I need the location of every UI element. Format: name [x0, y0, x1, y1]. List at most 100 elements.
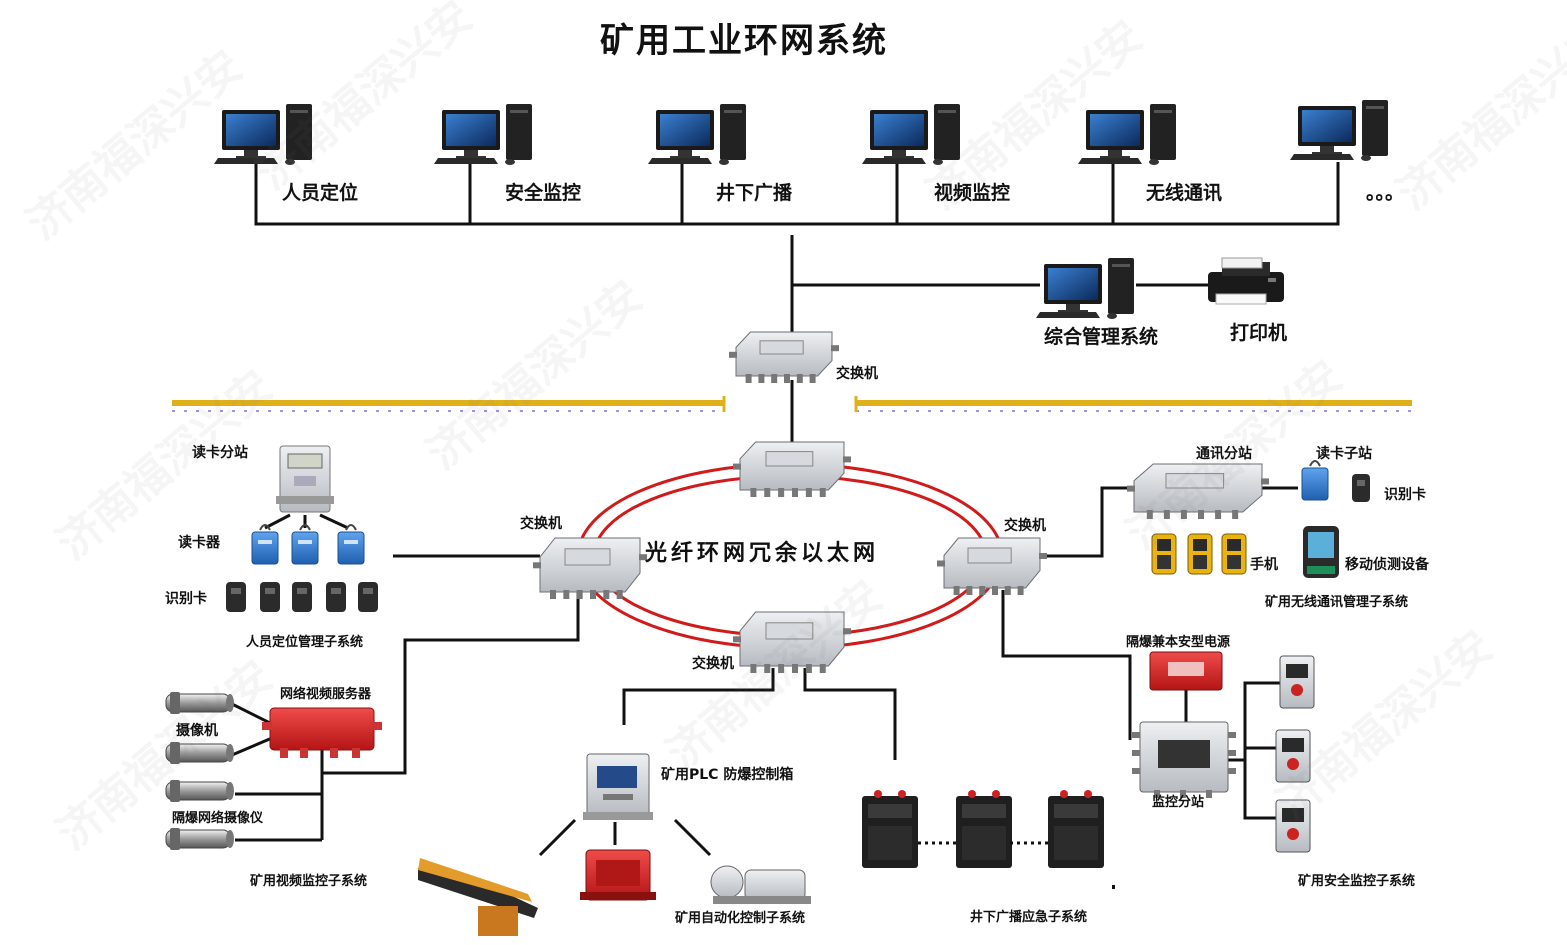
camera-icon[interactable]: [165, 692, 234, 714]
conveyor-machine[interactable]: [418, 858, 538, 936]
plc-label: 矿用PLC 防爆控制箱: [661, 767, 794, 783]
camera-label: 摄像机: [176, 723, 218, 739]
workstation-guangbo-icon[interactable]: [648, 104, 746, 165]
wireless-subsystem-label: 矿用无线通讯管理子系统: [1265, 595, 1409, 610]
broadcast-speaker-icon[interactable]: [862, 790, 918, 868]
bottom-switch-to-broadcast: [803, 668, 897, 760]
ground-surface: [172, 396, 1412, 412]
page-title: 矿用工业环网系统: [600, 21, 888, 61]
pump-machine[interactable]: [710, 865, 811, 904]
switch-ring-bottom-device[interactable]: [733, 611, 851, 673]
card-station-label: 读卡分站: [192, 445, 248, 461]
automation-subsystem-label: 矿用自动化控制子系统: [675, 911, 806, 926]
card-reader-icon[interactable]: [337, 524, 365, 565]
connection-lines: [231, 158, 1340, 857]
printer-label: 打印机: [1230, 322, 1288, 344]
wireless-reader-device[interactable]: [1301, 460, 1329, 501]
system-label-shipin: 视频监控: [934, 182, 1011, 204]
personnel-subsystem-label: 人员定位管理子系统: [246, 635, 364, 650]
video-server-label: 网络视频服务器: [280, 687, 372, 702]
broadcast-speaker-icon[interactable]: [956, 790, 1012, 868]
video-subsystem-label: 矿用视频监控子系统: [250, 874, 368, 889]
broadcast-subsystem-label: 井下广播应急子系统: [970, 910, 1088, 925]
plc-control-box[interactable]: [583, 753, 653, 820]
crusher-machine[interactable]: [580, 849, 656, 901]
monitor-station-label: 监控分站: [1152, 795, 1205, 810]
detector-label: 移动侦测设备: [1345, 557, 1429, 573]
personnel-station-to-reader1: [264, 513, 291, 530]
sensor3-link: [1243, 760, 1278, 820]
workstation-wuxian-icon[interactable]: [1078, 104, 1176, 165]
speaker-group: [862, 790, 1104, 868]
switch-label-bottom: 交换机: [692, 656, 734, 672]
id-card-icon[interactable]: [260, 582, 280, 612]
switch-surface-device[interactable]: [729, 331, 839, 383]
switch-label-surface: 交换机: [836, 366, 878, 382]
card-group: [226, 582, 378, 612]
cam1-to-server: [231, 702, 273, 726]
system-label-more: 。。。: [1366, 182, 1405, 204]
switch-group: [533, 331, 1269, 673]
system-label-anquan: 安全监控: [505, 182, 582, 204]
reader-label: 读卡器: [178, 535, 220, 551]
safety-sensor-1-icon[interactable]: [1279, 655, 1315, 709]
power-supply-device[interactable]: [1149, 651, 1223, 691]
workstation-management-icon[interactable]: [1036, 258, 1134, 319]
detector-device[interactable]: [1303, 526, 1339, 578]
switch-label-left: 交换机: [520, 516, 562, 532]
mine-phone-icon[interactable]: [1151, 533, 1177, 575]
safety-sensor-3-icon[interactable]: [1275, 799, 1311, 853]
switch-label-right: 交换机: [1004, 518, 1046, 534]
camera-group: [165, 692, 234, 850]
card-reader-icon[interactable]: [291, 524, 319, 565]
video-server-device[interactable]: [262, 707, 382, 758]
ex-camera-label: 隔爆网络摄像仪: [172, 811, 264, 826]
ex-camera-icon[interactable]: [165, 828, 234, 850]
workstation-anquan-icon[interactable]: [434, 104, 532, 165]
system-label-wuxian: 无线通讯: [1146, 182, 1223, 204]
right-switch-to-safety: [1001, 590, 1132, 740]
comm-station-label: 通讯分站: [1196, 446, 1252, 462]
card-label: 识别卡: [165, 591, 207, 607]
mine-phone-icon[interactable]: [1187, 533, 1213, 575]
monitor-station-device[interactable]: [1132, 721, 1236, 798]
id-card-icon[interactable]: [226, 582, 246, 612]
workstation-group: [214, 100, 1388, 319]
station-to-sensors: [1228, 681, 1280, 762]
ring-label: 光纤环网冗余以太网: [645, 541, 880, 566]
card-reader-icon[interactable]: [251, 524, 279, 565]
ex-camera-icon[interactable]: [165, 780, 234, 802]
wireless-reader-label: 读卡子站: [1316, 446, 1372, 462]
phone-group: [1151, 533, 1247, 575]
printer-icon[interactable]: [1208, 257, 1284, 305]
switch-ring-top-device[interactable]: [733, 441, 851, 497]
plc-to-pump: [673, 818, 712, 857]
wireless-card-label: 识别卡: [1384, 487, 1426, 503]
switch-ring-right-device[interactable]: [937, 537, 1047, 595]
reader-group: [251, 524, 365, 565]
management-label: 综合管理系统: [1044, 326, 1159, 348]
sensor-group: [1275, 655, 1315, 853]
mine-phone-icon[interactable]: [1221, 533, 1247, 575]
id-card-icon[interactable]: [326, 582, 346, 612]
workstation-renyuan-icon[interactable]: [214, 104, 312, 165]
power-supply-label: 隔爆兼本安型电源: [1126, 635, 1231, 650]
id-card-icon[interactable]: [292, 582, 312, 612]
safety-subsystem-label: 矿用安全监控子系统: [1298, 874, 1416, 889]
id-card-icon[interactable]: [358, 582, 378, 612]
switch-ring-left-device[interactable]: [533, 537, 647, 599]
card-station-device[interactable]: [276, 445, 334, 513]
safety-sensor-2-icon[interactable]: [1275, 729, 1311, 783]
wireless-card-device[interactable]: [1352, 474, 1370, 502]
right-switch-to-comm: [1040, 486, 1134, 558]
camera-icon[interactable]: [165, 742, 234, 764]
workstation-shipin-icon[interactable]: [862, 104, 960, 165]
left-switch-to-video: [322, 590, 580, 775]
switch-comm-station-device[interactable]: [1127, 463, 1269, 519]
phone-label: 手机: [1250, 557, 1278, 573]
workstation-more-icon[interactable]: [1290, 100, 1388, 161]
system-label-renyuan: 人员定位: [282, 182, 359, 204]
broadcast-speaker-icon[interactable]: [1048, 790, 1104, 868]
